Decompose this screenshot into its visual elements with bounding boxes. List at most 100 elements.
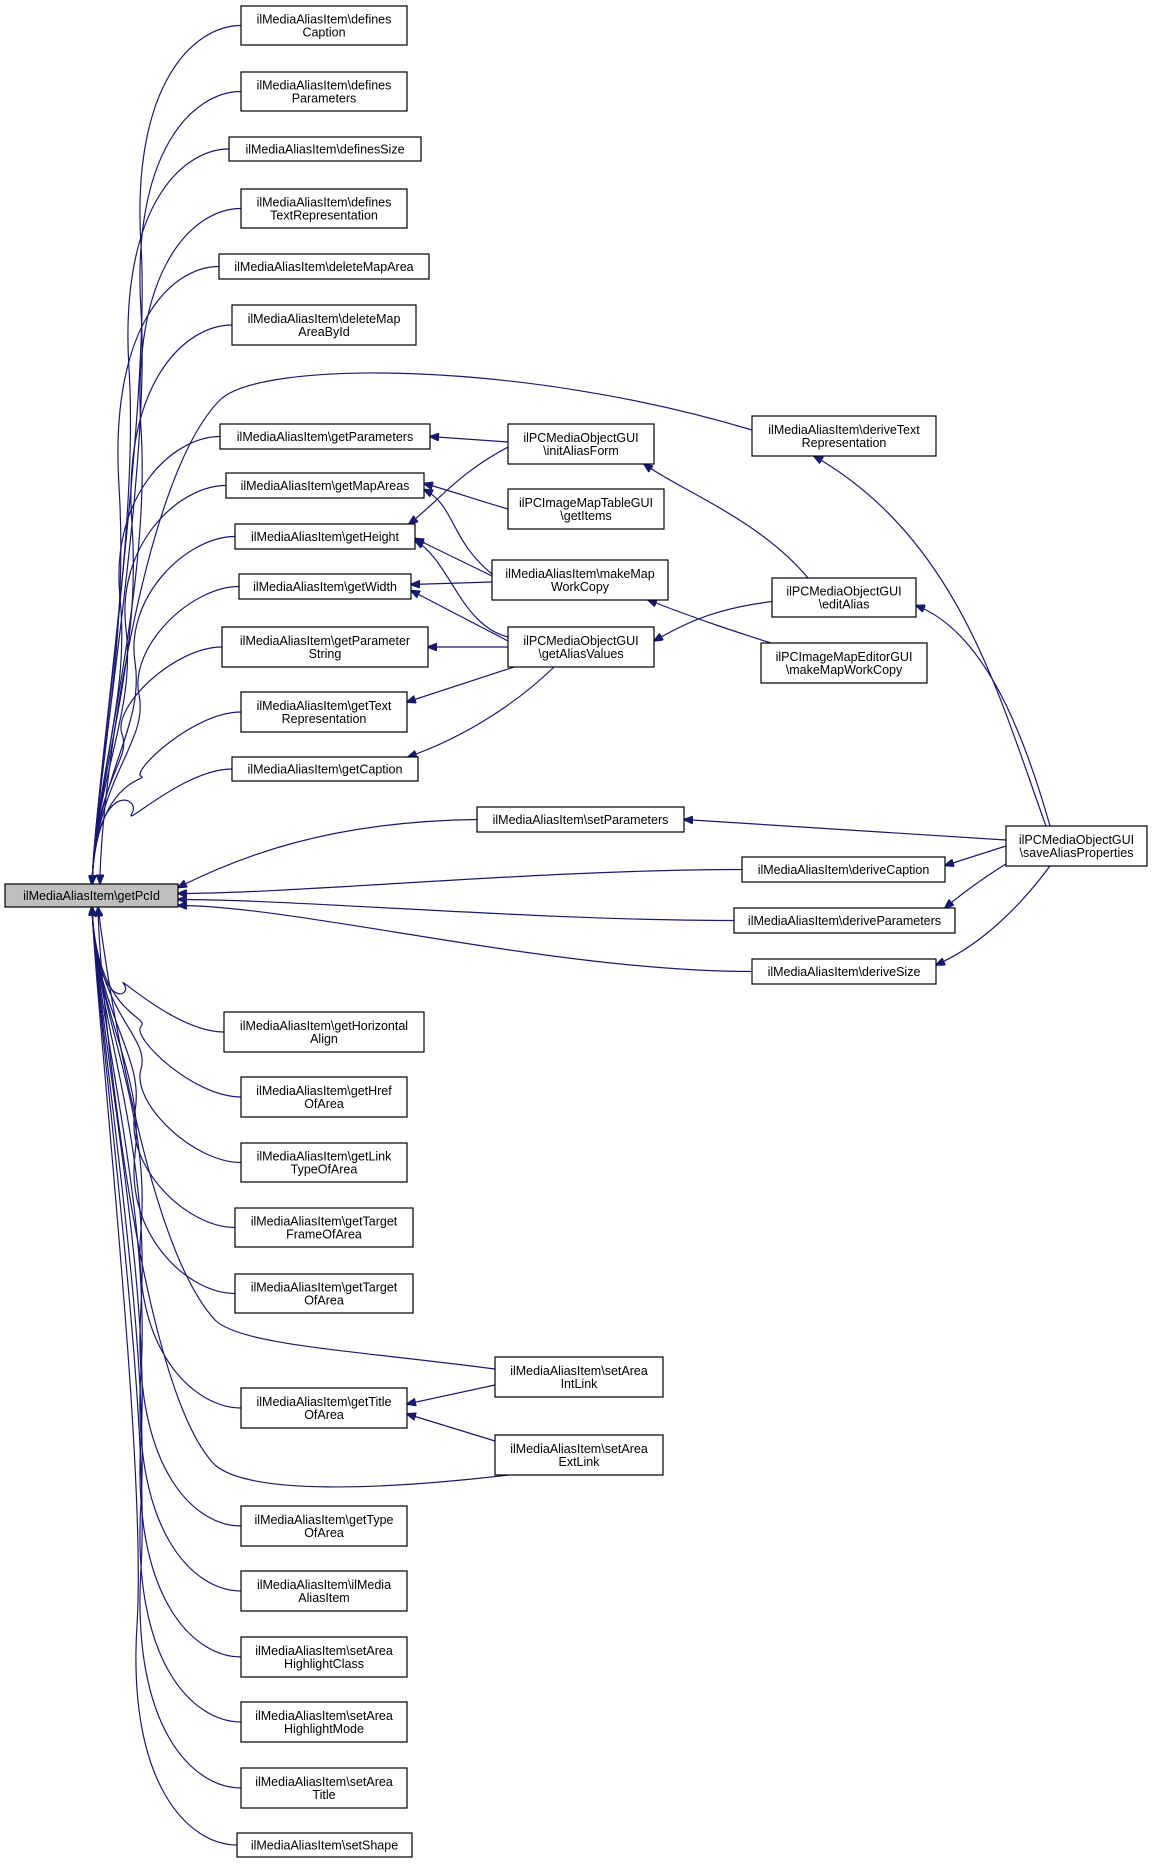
node-deriveSize[interactable]: ilMediaAliasItem\deriveSize bbox=[751, 958, 937, 985]
node-box bbox=[234, 523, 416, 550]
node-label: \initAliasForm bbox=[543, 444, 619, 458]
node-box bbox=[760, 642, 928, 684]
node-label: HighlightClass bbox=[284, 1657, 364, 1671]
node-label: ilMediaAliasItem\getTitle bbox=[256, 1395, 391, 1409]
node-label: ilMediaAliasItem\setArea bbox=[510, 1442, 648, 1456]
node-label: ilMediaAliasItem\getLink bbox=[257, 1150, 393, 1164]
node-label: OfArea bbox=[304, 1408, 344, 1422]
edge-getCaption-to-getPcId bbox=[92, 768, 233, 884]
node-getItems[interactable]: ilPCImageMapTableGUI\getItems bbox=[507, 488, 665, 530]
node-saveAliasProperties[interactable]: ilPCMediaObjectGUI\saveAliasProperties bbox=[1005, 825, 1148, 867]
node-box bbox=[507, 488, 665, 530]
edge-definesParameters-to-getPcId bbox=[92, 90, 242, 885]
node-getMapAreas[interactable]: ilMediaAliasItem\getMapAreas bbox=[225, 472, 425, 499]
node-makeMapWorkCopy[interactable]: ilMediaAliasItem\makeMapWorkCopy bbox=[491, 559, 669, 601]
node-label: ilMediaAliasItem\deriveParameters bbox=[748, 914, 941, 928]
edge-getTextRepresentation-to-getPcId bbox=[92, 711, 242, 884]
node-label: Title bbox=[312, 1788, 335, 1802]
edge-definesCaption-to-getPcId bbox=[92, 24, 242, 885]
node-ilMediaAliasItem[interactable]: ilMediaAliasItem\ilMediaAliasItem bbox=[240, 1570, 408, 1612]
edge-makeMapWorkCopy-to-getMapAreas bbox=[424, 490, 493, 575]
edge-deriveSize-to-getPcId bbox=[178, 906, 753, 973]
node-box bbox=[240, 5, 408, 46]
node-getCaption[interactable]: ilMediaAliasItem\getCaption bbox=[231, 756, 419, 782]
node-label: ilPCMediaObjectGUI bbox=[786, 585, 901, 599]
node-label: \getItems bbox=[560, 509, 611, 523]
node-label: Representation bbox=[282, 712, 367, 726]
node-editorMakeMapWorkCopy[interactable]: ilPCImageMapEditorGUI\makeMapWorkCopy bbox=[760, 642, 928, 684]
node-box bbox=[1005, 825, 1148, 867]
node-label: ilMediaAliasItem\getWidth bbox=[253, 580, 397, 594]
node-label: ilMediaAliasItem\definesSize bbox=[245, 143, 404, 157]
node-definesTextRepresentation[interactable]: ilMediaAliasItem\definesTextRepresentati… bbox=[240, 188, 408, 229]
node-box bbox=[240, 1387, 408, 1429]
node-setShape[interactable]: ilMediaAliasItem\setShape bbox=[236, 1832, 413, 1858]
node-label: ilMediaAliasItem\setShape bbox=[251, 1839, 398, 1853]
node-editAlias[interactable]: ilPCMediaObjectGUI\editAlias bbox=[771, 577, 917, 618]
node-initAliasForm[interactable]: ilPCMediaObjectGUI\initAliasForm bbox=[507, 423, 655, 465]
node-label: Parameters bbox=[292, 92, 357, 106]
node-box bbox=[240, 1636, 408, 1678]
edge-getWidth-to-getPcId bbox=[92, 585, 240, 885]
node-label: ilPCMediaObjectGUI bbox=[523, 431, 638, 445]
edge-getTargetOfArea-to-getPcId bbox=[92, 907, 236, 1295]
node-label: ilMediaAliasItem\setArea bbox=[255, 1709, 393, 1723]
node-label: ilPCImageMapTableGUI bbox=[519, 496, 653, 510]
node-label: String bbox=[309, 647, 342, 661]
node-label: WorkCopy bbox=[551, 580, 610, 594]
node-box bbox=[234, 1273, 414, 1314]
node-getAliasValues[interactable]: ilPCMediaObjectGUI\getAliasValues bbox=[507, 626, 655, 668]
edge-definesSize-to-getPcId bbox=[92, 148, 230, 884]
node-label: ilMediaAliasItem\deriveText bbox=[768, 423, 920, 437]
node-label: Align bbox=[310, 1032, 338, 1046]
node-getPcId[interactable]: ilMediaAliasItem\getPcId bbox=[4, 883, 179, 908]
node-getHeight[interactable]: ilMediaAliasItem\getHeight bbox=[234, 523, 416, 550]
node-label: FrameOfArea bbox=[286, 1228, 362, 1242]
node-box bbox=[494, 1434, 664, 1476]
node-setParameters[interactable]: ilMediaAliasItem\setParameters bbox=[476, 806, 685, 833]
edge-deriveCaption-to-getPcId bbox=[178, 868, 743, 894]
node-deriveTextRepresentation[interactable]: ilMediaAliasItem\deriveTextRepresentatio… bbox=[751, 415, 937, 457]
edge-getHorizontalAlign-to-getPcId bbox=[92, 907, 225, 1033]
edge-getAliasValues-to-getCaption bbox=[408, 666, 555, 757]
edge-saveAliasProperties-to-editAlias bbox=[916, 606, 1051, 827]
node-getParameters[interactable]: ilMediaAliasItem\getParameters bbox=[219, 423, 431, 450]
edge-editAlias-to-getAliasValues bbox=[654, 600, 773, 642]
edge-getTypeOfArea-to-getPcId bbox=[92, 907, 242, 1527]
node-box bbox=[240, 1505, 408, 1547]
node-getWidth[interactable]: ilMediaAliasItem\getWidth bbox=[238, 573, 412, 600]
node-deleteMapArea[interactable]: ilMediaAliasItem\deleteMapArea bbox=[218, 253, 430, 280]
node-box bbox=[238, 573, 412, 600]
node-deriveParameters[interactable]: ilMediaAliasItem\deriveParameters bbox=[733, 907, 956, 934]
edge-editAlias-to-initAliasForm bbox=[644, 464, 809, 579]
node-box bbox=[240, 1767, 408, 1809]
edge-setAreaHighlightClass-to-getPcId bbox=[92, 907, 242, 1658]
node-box bbox=[236, 1832, 413, 1858]
node-box bbox=[741, 856, 946, 883]
node-box bbox=[231, 304, 417, 346]
node-deriveCaption[interactable]: ilMediaAliasItem\deriveCaption bbox=[741, 856, 946, 883]
node-box bbox=[771, 577, 917, 618]
node-definesSize[interactable]: ilMediaAliasItem\definesSize bbox=[228, 136, 422, 162]
node-box bbox=[219, 423, 431, 450]
edges-layer bbox=[92, 24, 1051, 1846]
edge-ilMediaAliasItem-to-getPcId bbox=[92, 907, 242, 1592]
node-label: AreaById bbox=[298, 325, 349, 339]
